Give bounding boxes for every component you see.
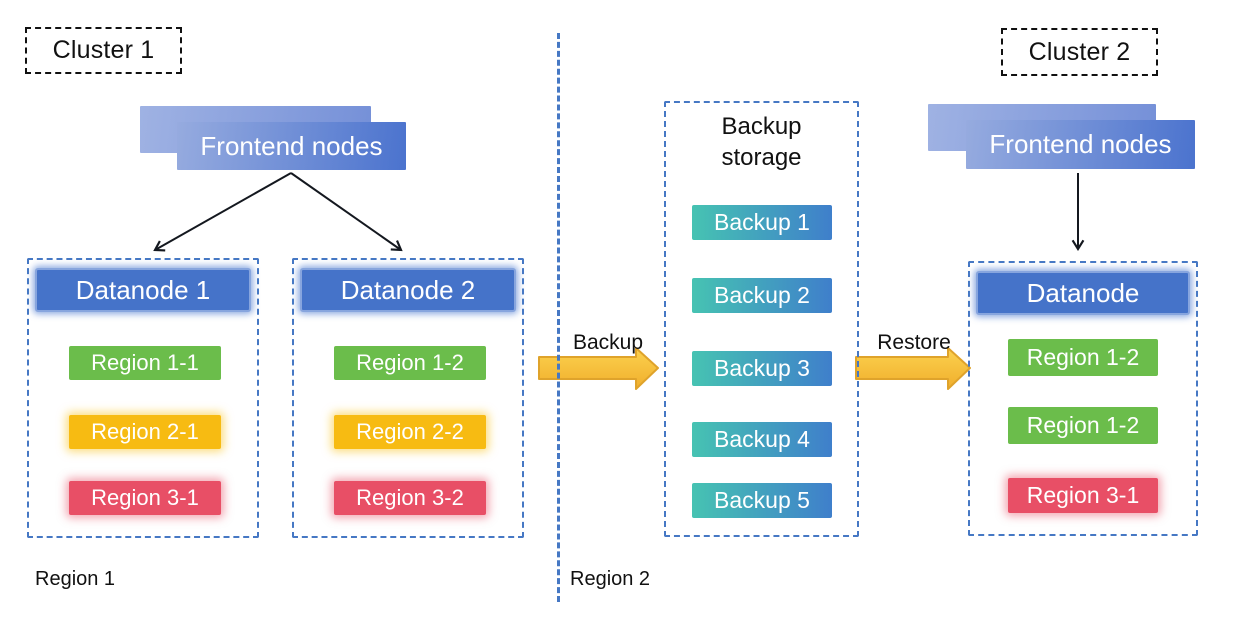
backup-flow-label: Backup xyxy=(572,331,644,354)
datanode2-container: Datanode 2 Region 1-2 Region 2-2 Region … xyxy=(292,258,524,538)
backup-item: Backup 1 xyxy=(692,205,832,240)
frontend-to-datanode2-arrow xyxy=(290,172,403,252)
datanode2-header: Datanode 2 xyxy=(300,268,516,312)
region-divider-line xyxy=(557,33,560,602)
datanode2-title: Datanode 2 xyxy=(340,274,476,305)
cluster2-label: Cluster 2 xyxy=(1028,37,1131,66)
cluster1-frontend-nodes: Frontend nodes xyxy=(177,122,406,170)
cluster2-frontend-label: Frontend nodes xyxy=(989,129,1172,159)
region-badge: Region 3-1 xyxy=(69,481,221,515)
region-badge: Region 1-2 xyxy=(1008,407,1158,444)
region-badge: Region 1-1 xyxy=(69,346,221,380)
restore-flow-label: Restore xyxy=(877,331,951,354)
backup-item: Backup 4 xyxy=(692,422,832,457)
region-badge: Region 2-2 xyxy=(334,415,486,449)
backup-item: Backup 5 xyxy=(692,483,832,518)
cluster2-datanode-header: Datanode xyxy=(976,271,1190,315)
backup-item: Backup 3 xyxy=(692,351,832,386)
datanode1-container: Datanode 1 Region 1-1 Region 2-1 Region … xyxy=(27,258,259,538)
region-badge: Region 3-2 xyxy=(334,481,486,515)
backup-storage-title: Backup storage xyxy=(721,113,802,171)
cluster1-frontend-label: Frontend nodes xyxy=(200,130,383,161)
region-badge: Region 2-1 xyxy=(69,415,221,449)
region1-footer-label: Region 1 xyxy=(35,568,116,590)
cluster2-datanode-title: Datanode xyxy=(1026,277,1140,308)
region-badge: Region 1-2 xyxy=(1008,339,1158,376)
datanode1-header: Datanode 1 xyxy=(35,268,251,312)
cluster1-label: Cluster 1 xyxy=(52,36,155,64)
region-badge: Region 1-2 xyxy=(334,346,486,380)
cluster2-datanode-container: Datanode Region 1-2 Region 1-2 Region 3-… xyxy=(968,261,1198,536)
cluster1-label-box: Cluster 1 xyxy=(25,27,182,74)
backup-storage-container: Backup storage Backup 1 Backup 2 Backup … xyxy=(664,101,859,537)
region2-footer-label: Region 2 xyxy=(570,568,651,590)
datanode1-title: Datanode 1 xyxy=(75,274,211,305)
frontend-to-datanode1-arrow xyxy=(153,172,292,252)
cluster2-frontend-nodes: Frontend nodes xyxy=(966,120,1195,169)
cluster2-label-box: Cluster 2 xyxy=(1001,28,1158,76)
backup-item: Backup 2 xyxy=(692,278,832,313)
region-badge: Region 3-1 xyxy=(1008,478,1158,513)
